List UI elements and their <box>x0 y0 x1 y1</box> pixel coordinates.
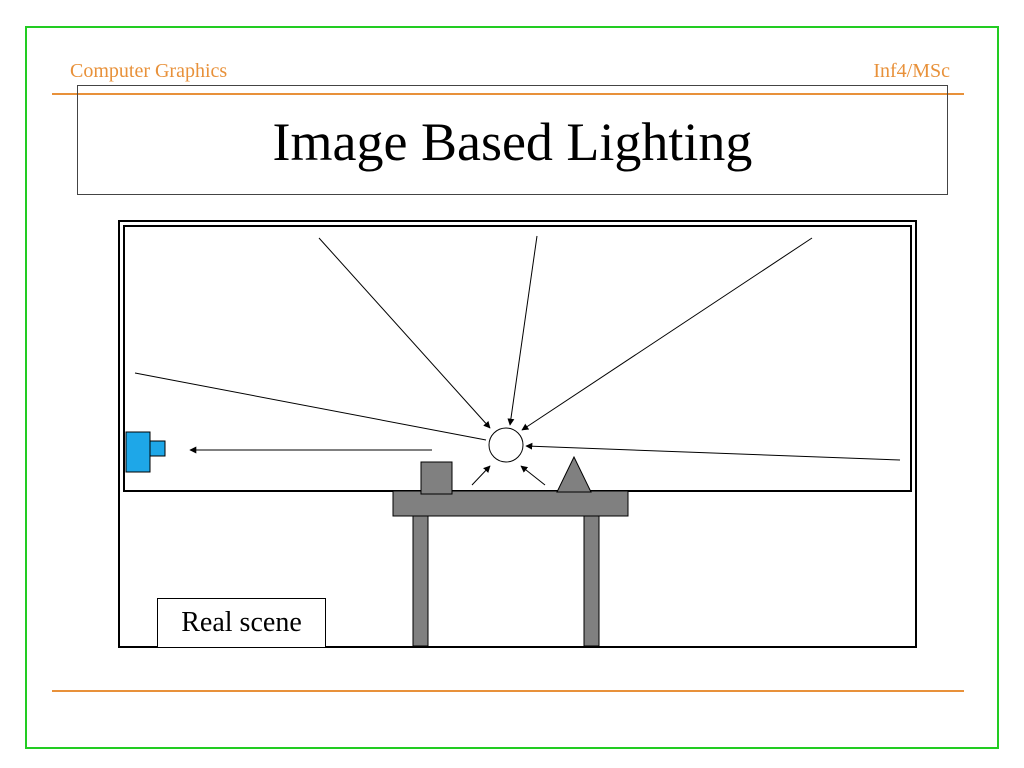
table <box>392 490 629 647</box>
table-leg-right <box>583 515 600 647</box>
room-outer-frame <box>118 220 917 648</box>
scene-label-box: Real scene <box>157 598 326 648</box>
header-rule <box>52 93 964 95</box>
ray-left <box>134 372 487 441</box>
course-code: Inf4/MSc <box>873 60 950 82</box>
course-name: Computer Graphics <box>70 60 228 82</box>
cone-object <box>556 455 592 493</box>
cube-object <box>420 461 453 495</box>
scene-label: Real scene <box>181 607 302 638</box>
ray-left-top <box>318 237 491 429</box>
table-top <box>392 490 629 517</box>
footer-rule <box>52 690 964 692</box>
probe-sphere <box>488 427 524 463</box>
ray-from-cone <box>520 465 546 486</box>
ray-right-top <box>521 237 813 431</box>
light-rays <box>134 235 901 486</box>
slide-title: Image Based Lighting <box>272 112 753 172</box>
slide-frame <box>25 26 999 749</box>
ray-from-cube <box>471 465 491 486</box>
title-box: Image Based Lighting <box>77 85 948 195</box>
camera-icon <box>125 431 166 473</box>
ray-top <box>507 235 538 426</box>
ray-right <box>525 442 901 461</box>
table-leg-left <box>412 515 429 647</box>
